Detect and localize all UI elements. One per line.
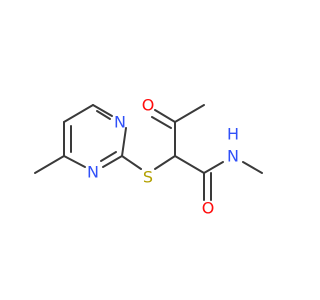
atom-h-label: H (227, 125, 239, 144)
bond-methyl-ring (34, 155, 65, 174)
atom-s-label: S (143, 168, 153, 187)
canvas-background (0, 0, 300, 300)
bond-alpha-amide (174, 155, 205, 174)
bond-amide-n (203, 161, 224, 174)
bond-ketone-o-1 (154, 109, 176, 123)
bond-ketone-methyl (174, 104, 205, 123)
molecule-structure: N N S O O N H (0, 0, 300, 300)
atom-label-group: N N S O O N H (87, 96, 239, 218)
bond-ring-c2-n3 (102, 155, 123, 168)
bond-group (34, 104, 263, 201)
atom-nh-label: N (227, 147, 239, 166)
bond-ketone-o-2 (151, 116, 172, 129)
atom-o1-label: O (142, 96, 155, 115)
atom-o2-label: O (202, 199, 215, 218)
bond-ring-c5-c6 (63, 104, 94, 123)
bond-ring-c2-n3-double (100, 151, 117, 162)
atom-n2-label: N (87, 163, 99, 182)
bond-ring-n1-c2 (121, 127, 127, 157)
bond-ring-n3-c4 (63, 155, 86, 168)
bond-ring-c6-n1 (92, 104, 113, 117)
bond-n-methyl (242, 161, 263, 174)
bond-ring-sulfur (121, 155, 142, 170)
bond-ring-c6-n1-double (96, 110, 111, 120)
bond-sulfur-alpha (154, 155, 176, 170)
atom-n1-label: N (114, 113, 126, 132)
